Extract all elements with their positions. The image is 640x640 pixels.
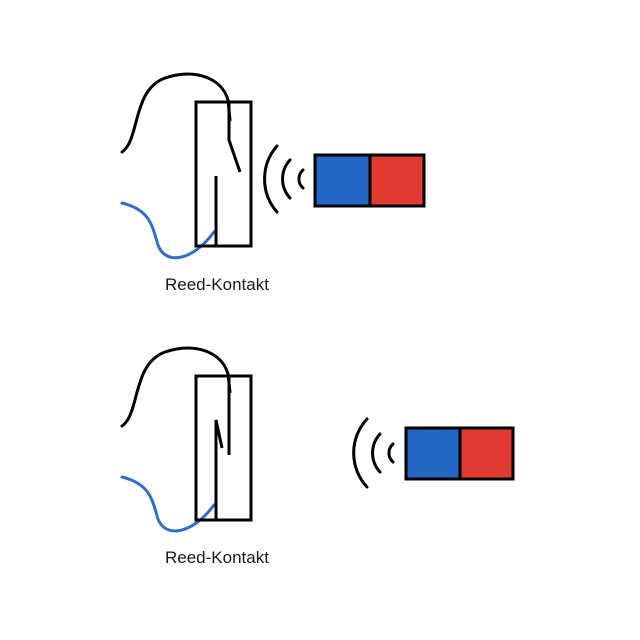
panel-2-label: Reed-Kontakt — [165, 548, 269, 567]
panel-2-blue-wire — [120, 475, 216, 533]
panel-1-magnet — [313, 153, 426, 208]
panel-2-magnet-far — [120, 346, 515, 533]
panel-2-magnetic-field-waves — [352, 417, 395, 489]
panel-2-magnet-red-pole — [458, 426, 515, 481]
panel-1-reed-housing — [194, 100, 253, 248]
panel-1-blue-wire — [120, 201, 216, 260]
panel-2-reed-housing — [194, 374, 253, 522]
panel-1-label: Reed-Kontakt — [165, 275, 269, 294]
panel-1-magnet-blue-pole — [313, 153, 372, 208]
panel-1-magnetic-field-waves — [263, 144, 305, 214]
panel-1-black-wire — [120, 72, 232, 154]
panel-2-magnet-blue-pole — [404, 426, 462, 481]
panel-2-magnet — [404, 426, 515, 481]
panel-1-magnet-near — [120, 72, 426, 260]
panel-1-magnet-red-pole — [368, 153, 426, 208]
panel-2-reed-lower-contact — [214, 419, 224, 520]
panel-1-reed-upper-contact — [227, 102, 242, 173]
panel-2-black-wire — [120, 346, 232, 428]
